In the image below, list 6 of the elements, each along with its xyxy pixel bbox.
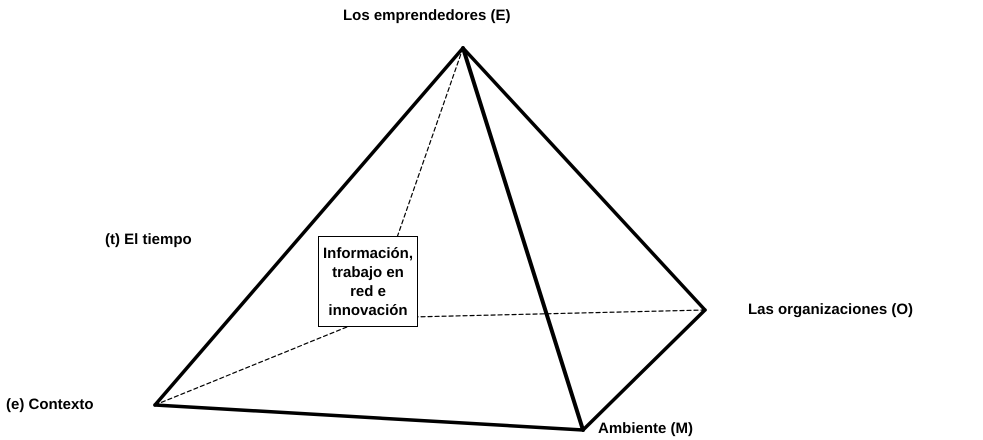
- vertex-label: Ambiente (M): [598, 420, 693, 438]
- vertex-label: (e) Contexto: [6, 396, 94, 414]
- vertex-label: Los emprendedores (E): [343, 7, 511, 25]
- text-box: Información, trabajo en red e innovación: [318, 236, 418, 327]
- vertex-label: Las organizaciones (O): [748, 301, 914, 319]
- vertex-label: (t) El tiempo: [105, 231, 192, 249]
